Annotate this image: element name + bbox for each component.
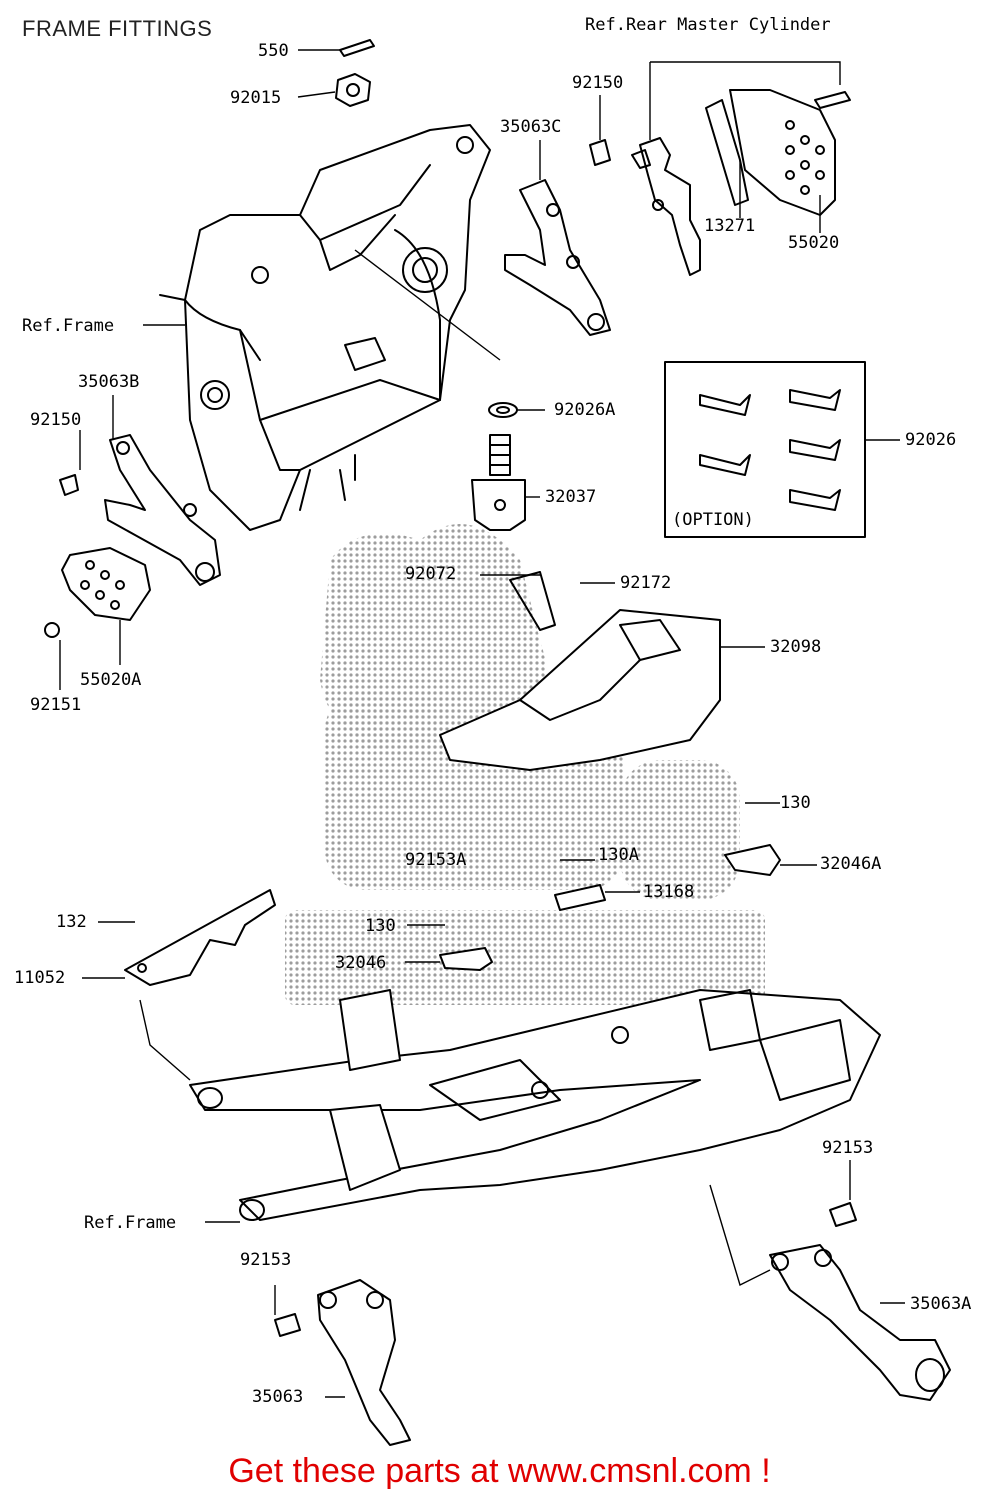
heel-guard-left — [44, 547, 151, 638]
part-label-32098: 32098 — [770, 637, 822, 657]
part-label-92015: 92015 — [230, 88, 282, 108]
part-label-32046A: 32046A — [820, 854, 882, 874]
footpeg-bracket-right — [504, 139, 611, 336]
footpeg-bracket-35063A — [769, 1202, 951, 1401]
leader-lines — [59, 49, 905, 1398]
part-label-11052: 11052 — [14, 968, 66, 988]
option-box — [664, 361, 866, 538]
heel-guard-right — [705, 89, 851, 216]
rear-master-cylinder — [631, 137, 701, 276]
part-label-35063A: 35063A — [910, 1294, 972, 1314]
part-label-92151: 92151 — [30, 695, 82, 715]
bracket-32046A — [724, 844, 781, 876]
footer-link[interactable]: Get these parts at www.cmsnl.com ! — [228, 1452, 771, 1490]
part-label-92026: 92026 — [905, 430, 957, 450]
damper-92026A — [488, 402, 518, 418]
ref-frame-top: Ref.Frame — [22, 316, 115, 336]
part-label-130-right: 130 — [780, 793, 811, 813]
part-label-35063C: 35063C — [500, 117, 562, 137]
part-label-13271: 13271 — [704, 216, 756, 236]
nut-92015 — [335, 73, 371, 107]
ref-frame-bottom: Ref.Frame — [84, 1213, 177, 1233]
part-label-55020: 55020 — [788, 233, 840, 253]
diagram-title: FRAME FITTINGS — [22, 16, 213, 41]
part-label-130-mid: 130 — [365, 916, 396, 936]
part-label-92072: 92072 — [405, 564, 457, 584]
part-label-92026A: 92026A — [554, 400, 616, 420]
bracket-32037 — [471, 434, 526, 531]
pin-550 — [339, 39, 375, 57]
rear-subframe — [189, 989, 881, 1221]
part-label-13168: 13168 — [643, 882, 695, 902]
part-label-92153A: 92153A — [405, 850, 467, 870]
tray-32098 — [439, 571, 721, 771]
plate-11052 — [124, 889, 276, 986]
footpeg-bracket-35063 — [274, 1279, 411, 1446]
option-shims — [699, 389, 841, 511]
part-label-92153-left: 92153 — [240, 1250, 292, 1270]
part-label-92150-left: 92150 — [30, 410, 82, 430]
part-label-92172: 92172 — [620, 573, 672, 593]
part-label-92150-top: 92150 — [572, 73, 624, 93]
ref-rear-master-cylinder: Ref.Rear Master Cylinder — [585, 15, 831, 35]
part-label-32037: 32037 — [545, 487, 597, 507]
part-label-92153-right: 92153 — [822, 1138, 874, 1158]
part-label-550: 550 — [258, 41, 289, 61]
option-label: (OPTION) — [672, 510, 754, 530]
bracket-13168 — [554, 884, 606, 911]
footpeg-bracket-left — [59, 434, 221, 586]
part-label-130A: 130A — [598, 845, 639, 865]
footer-banner: Get these parts at www.cmsnl.com ! — [0, 1452, 999, 1491]
part-label-132: 132 — [56, 912, 87, 932]
upper-frame-section — [159, 124, 491, 531]
part-label-55020A: 55020A — [80, 670, 142, 690]
part-label-35063B: 35063B — [78, 372, 140, 392]
bracket-32046 — [439, 947, 493, 971]
part-label-35063: 35063 — [252, 1387, 304, 1407]
part-label-32046: 32046 — [335, 953, 387, 973]
